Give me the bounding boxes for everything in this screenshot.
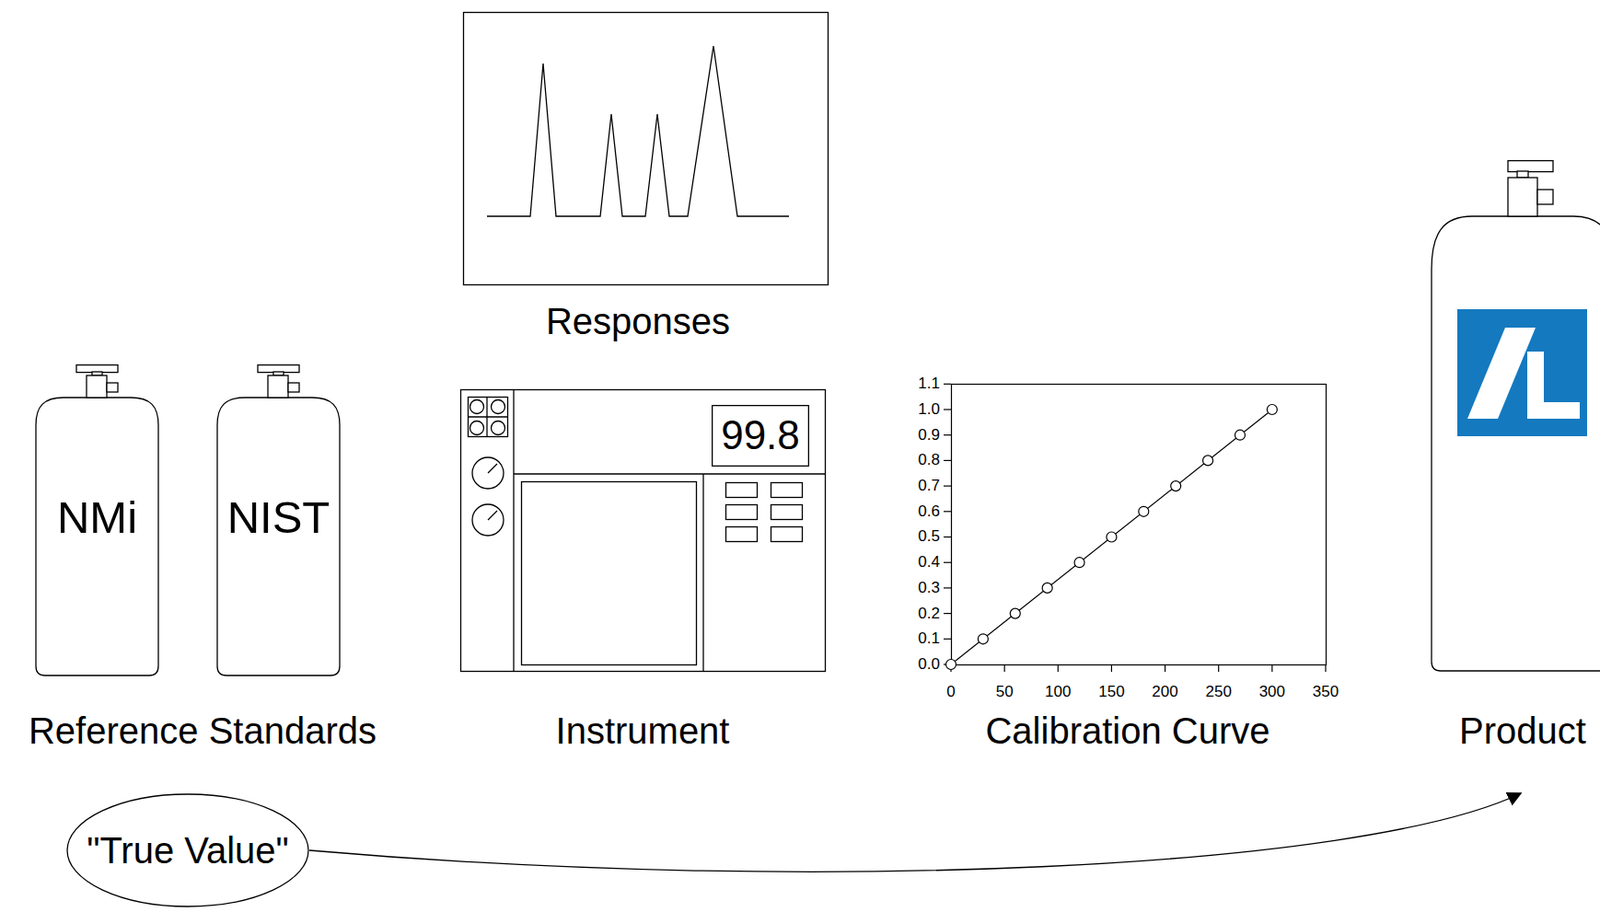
axis-tick [1164, 664, 1166, 673]
display-readout: 99.8 [711, 405, 810, 467]
cylinder-body [35, 397, 159, 676]
axis-tick-label: 350 [1312, 683, 1339, 702]
axis-tick [943, 510, 951, 512]
axis-tick-label: 0.5 [917, 527, 940, 546]
axis-tick [1271, 664, 1273, 673]
gas-cylinder: NMi [35, 364, 159, 678]
axis-tick [943, 434, 951, 436]
valve-handle [1507, 161, 1554, 173]
axis-tick-label: 0.7 [917, 476, 940, 496]
logo-mark [1467, 327, 1536, 419]
node-text: Product [1459, 709, 1587, 753]
cylinder-body [217, 397, 340, 676]
data-point [1042, 582, 1053, 593]
axis-tick-label: 1.1 [917, 374, 940, 394]
logo-mark [1527, 351, 1580, 419]
axis-tick [943, 485, 951, 487]
data-point [1009, 608, 1021, 619]
valve-stem [1517, 171, 1529, 178]
axis-tick [1324, 664, 1326, 673]
axis-tick [943, 383, 951, 385]
axis-tick-label: 0.3 [917, 579, 940, 598]
true-value-ellipse: "True Value" [66, 793, 310, 908]
axis-tick-label: 0 [946, 683, 955, 702]
valve-outlet [1537, 189, 1554, 205]
axis-tick-label: 0.2 [917, 604, 940, 624]
axis-tick [1057, 664, 1059, 673]
box-outline [712, 405, 810, 467]
axis-tick [943, 536, 951, 538]
connector-arrow [309, 793, 1521, 872]
axis-tick-label: 100 [1044, 683, 1071, 702]
cylinder-body [1431, 216, 1600, 672]
axis-tick-label: 0.9 [917, 426, 940, 445]
gas-cylinder: NIST [217, 364, 340, 678]
ellipse-outline [67, 794, 309, 907]
node-outline [1431, 160, 1600, 794]
node-text: NIST [227, 491, 331, 544]
axis-tick [1217, 664, 1219, 673]
axis-tick-label: 200 [1151, 683, 1178, 702]
axis-tick [943, 408, 951, 410]
cylinder-neck [86, 375, 107, 398]
calibration-plot [943, 383, 1327, 673]
data-point [1106, 532, 1117, 543]
product-cylinder: Product [1431, 160, 1600, 794]
valve-outlet [106, 382, 118, 393]
axis-tick [1004, 664, 1006, 673]
cylinder-neck [267, 375, 289, 398]
company-logo [1457, 309, 1588, 437]
chart-caption: Responses [545, 300, 731, 343]
axis-tick-label: 0.1 [917, 629, 940, 649]
data-point [1138, 506, 1149, 517]
axis-tick-label: 250 [1205, 683, 1232, 702]
section-label: Reference Standards [28, 709, 377, 753]
node-text: NMi [57, 491, 138, 544]
axis-tick [943, 587, 951, 589]
valve-outlet [288, 382, 300, 393]
axis-tick-label: 0.4 [917, 553, 940, 572]
section-label: Instrument [556, 709, 731, 753]
axis-tick-label: 300 [1259, 683, 1286, 702]
axis-tick-label: 0.0 [917, 655, 940, 674]
instrument-symbol [461, 389, 826, 673]
axis-tick [1111, 664, 1113, 673]
data-point [977, 634, 988, 645]
node-text: "True Value" [86, 829, 290, 872]
axis-tick [943, 638, 951, 640]
axis-tick [943, 613, 951, 615]
data-point [946, 660, 957, 671]
axis-tick [943, 460, 951, 462]
data-point [1234, 429, 1245, 441]
axis-tick-label: 150 [1098, 683, 1125, 702]
cylinder-neck [1507, 177, 1538, 217]
axis-tick-label: 0.6 [917, 502, 940, 522]
axis-tick [943, 562, 951, 564]
data-point [1171, 481, 1182, 492]
node-text: 99.8 [720, 412, 800, 460]
data-point [1074, 557, 1085, 569]
section-label: Calibration Curve [985, 709, 1270, 753]
responses-chart [463, 12, 829, 286]
axis-tick-label: 0.8 [917, 451, 940, 470]
data-point [1266, 405, 1277, 416]
data-point [1203, 455, 1214, 466]
axis-tick-label: 50 [996, 683, 1014, 702]
axis-tick-label: 1.0 [917, 400, 940, 419]
